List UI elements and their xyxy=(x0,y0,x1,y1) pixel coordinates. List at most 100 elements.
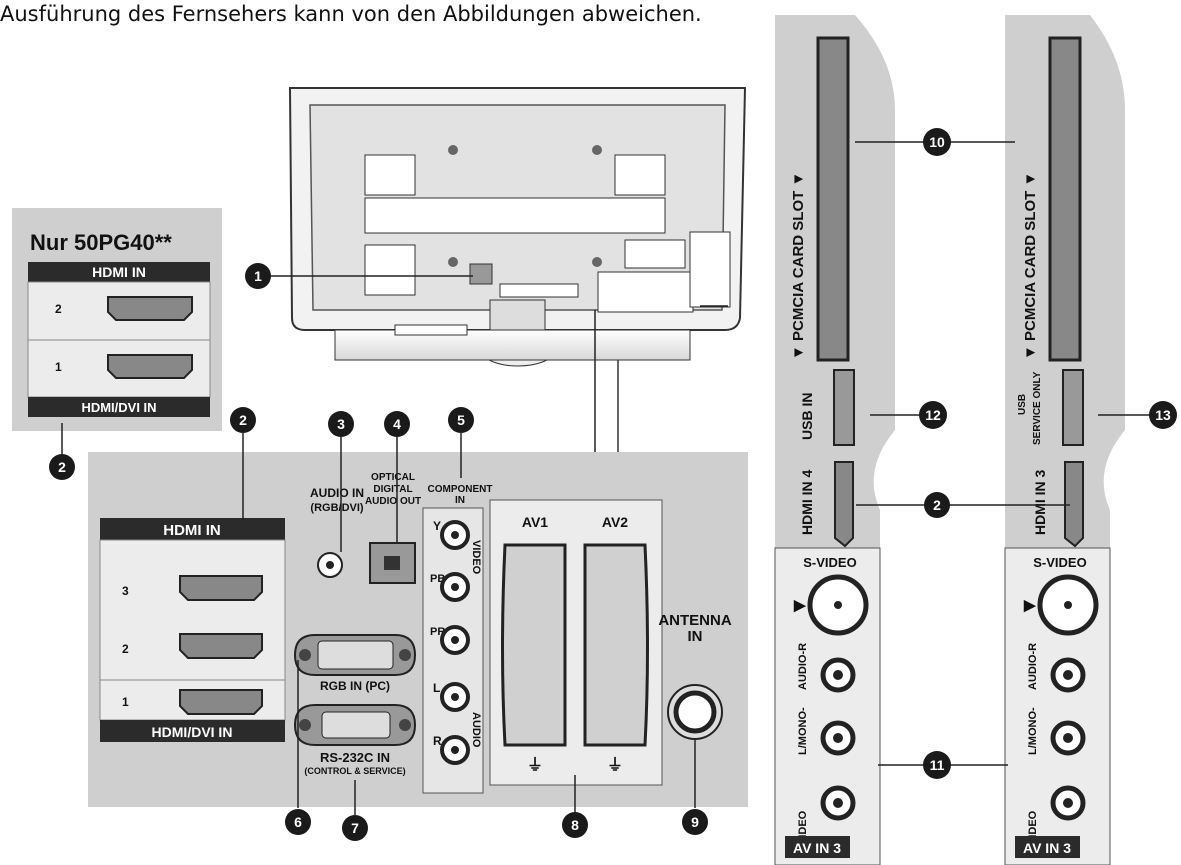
callout-4: 4 xyxy=(384,411,410,437)
svg-text:7: 7 xyxy=(351,820,359,836)
lmono-label-left: L/MONO- xyxy=(797,707,809,755)
svg-text:▶: ▶ xyxy=(1023,597,1037,614)
inset-port-2-label: 2 xyxy=(55,302,62,316)
pcmcia-slot-right xyxy=(1048,36,1082,362)
svideo-label-left: S-VIDEO xyxy=(803,555,856,570)
component-label-1: COMPONENT xyxy=(428,484,493,495)
svg-text:9: 9 xyxy=(691,814,699,830)
main-hdmi-header: HDMI IN xyxy=(163,522,221,539)
inset-title: Nur 50PG40** xyxy=(30,230,172,255)
main-port-3-label: 3 xyxy=(122,584,129,598)
svg-text:11: 11 xyxy=(930,757,945,773)
main-port-2-label: 2 xyxy=(122,642,129,656)
audio-in-sub-label: (RGB/DVI) xyxy=(310,502,364,514)
rgb-in-label: RGB IN (PC) xyxy=(320,679,390,693)
main-connector-panel: HDMI IN 3 2 1 HDMI/DVI IN AUDIO IN (RGB/… xyxy=(88,452,748,807)
optical-label-2: DIGITAL xyxy=(373,484,412,495)
svg-text:⏚: ⏚ xyxy=(527,756,543,774)
svg-text:4: 4 xyxy=(393,416,401,432)
component-l-label: L xyxy=(433,681,440,695)
hdmi-port-4 xyxy=(834,461,854,548)
inset-hdmi-port-1 xyxy=(107,354,193,379)
disclaimer-note: Ausführung des Fernsehers kann von den A… xyxy=(0,2,702,26)
inset-port-1-label: 1 xyxy=(55,360,62,374)
usb-label-left: USB IN xyxy=(799,393,815,440)
svg-text:⏚: ⏚ xyxy=(607,756,623,774)
callout-9: 9 xyxy=(682,809,708,835)
callout-10: 10 xyxy=(923,128,951,156)
pcmcia-slot-left xyxy=(816,36,850,362)
svideo-label-right: S-VIDEO xyxy=(1033,555,1086,570)
svg-text:13: 13 xyxy=(1155,407,1171,423)
component-r-label: R xyxy=(433,734,442,748)
svg-text:2: 2 xyxy=(239,412,247,428)
inset-hdmi-header: HDMI IN xyxy=(92,264,146,280)
svg-text:2: 2 xyxy=(58,459,66,475)
callout-13: 13 xyxy=(1149,401,1177,429)
callout-7: 7 xyxy=(342,815,368,841)
hdmi-label-left: HDMI IN 4 xyxy=(799,469,815,535)
svg-text:10: 10 xyxy=(929,134,945,150)
component-audio-label: AUDIO xyxy=(470,712,482,748)
rs232-sub-label: (CONTROL & SERVICE) xyxy=(304,766,405,776)
usb-port-right xyxy=(1062,369,1084,446)
hdmi-port-2 xyxy=(179,633,263,659)
leader-lines xyxy=(61,141,1150,815)
main-port-1-label: 1 xyxy=(122,695,129,709)
antenna-sub-label: IN xyxy=(688,628,703,645)
usb-label-right-1: USB xyxy=(1017,394,1028,415)
svg-text:12: 12 xyxy=(925,407,941,423)
callout-12: 12 xyxy=(919,401,947,429)
side-left-details: ▼ PCMCIA CARD SLOT ▼ USB IN HDMI IN 4 S-… xyxy=(774,36,881,865)
lmono-label-right: L/MONO- xyxy=(1027,707,1039,755)
svg-text:1: 1 xyxy=(254,268,262,284)
rs232-label: RS-232C IN xyxy=(320,750,390,765)
pcmcia-label-left: ▼ PCMCIA CARD SLOT ▼ xyxy=(790,172,807,360)
callout-2-main: 2 xyxy=(230,407,256,433)
main-hdmi-dvi-label: HDMI/DVI IN xyxy=(152,724,233,740)
callout-2-inset: 2 xyxy=(49,454,75,480)
tv-back-view xyxy=(288,87,747,452)
av1-label: AV1 xyxy=(522,514,548,530)
svg-text:3: 3 xyxy=(337,416,345,432)
component-jacks xyxy=(440,520,470,765)
optical-label-1: OPTICAL xyxy=(371,472,415,483)
av-in3-label-right: AV IN 3 xyxy=(1023,840,1071,856)
av2-label: AV2 xyxy=(602,514,628,530)
component-y-label: Y xyxy=(433,519,441,533)
antenna-label: ANTENNA xyxy=(658,612,731,629)
inset-box: Nur 50PG40** HDMI IN 2 1 HDMI/DVI IN xyxy=(12,208,222,431)
inset-hdmi-port-2 xyxy=(107,296,193,321)
callout-6: 6 xyxy=(285,809,311,835)
inset-footer: HDMI/DVI IN xyxy=(81,400,156,415)
callout-11: 11 xyxy=(923,751,951,779)
component-label-2: IN xyxy=(455,495,465,506)
usb-port-left xyxy=(833,369,855,446)
scart-av2 xyxy=(583,543,649,747)
svg-text:8: 8 xyxy=(571,817,579,833)
pcmcia-label-right: ▼ PCMCIA CARD SLOT ▼ xyxy=(1022,172,1039,360)
svg-text:6: 6 xyxy=(294,814,302,830)
usb-label-right-2: SERVICE ONLY xyxy=(1032,371,1043,445)
scart-av1 xyxy=(501,543,567,747)
hdmi-port-3 xyxy=(179,575,263,601)
callout-8: 8 xyxy=(562,812,588,838)
audio-in-label: AUDIO IN xyxy=(310,486,364,500)
av-in3-label-left: AV IN 3 xyxy=(793,840,841,856)
audio-r-label-right: AUDIO-R xyxy=(1027,643,1039,690)
callout-3: 3 xyxy=(328,411,354,437)
hdmi-port-3-side xyxy=(1064,461,1084,548)
callout-5: 5 xyxy=(448,407,474,433)
svg-text:▶: ▶ xyxy=(793,597,807,614)
callout-1: 1 xyxy=(245,263,271,289)
hdmi-label-right: HDMI IN 3 xyxy=(1032,469,1048,535)
side-right-details: ▼ PCMCIA CARD SLOT ▼ USB SERVICE ONLY HD… xyxy=(1004,36,1111,865)
component-video-label: VIDEO xyxy=(470,540,482,575)
svg-text:2: 2 xyxy=(933,497,941,513)
optical-label-3: AUDIO OUT xyxy=(365,496,421,507)
audio-r-label-left: AUDIO-R xyxy=(797,643,809,690)
hdmi-port-1 xyxy=(179,689,263,715)
callout-2-side: 2 xyxy=(924,492,950,518)
svg-text:5: 5 xyxy=(457,412,465,428)
